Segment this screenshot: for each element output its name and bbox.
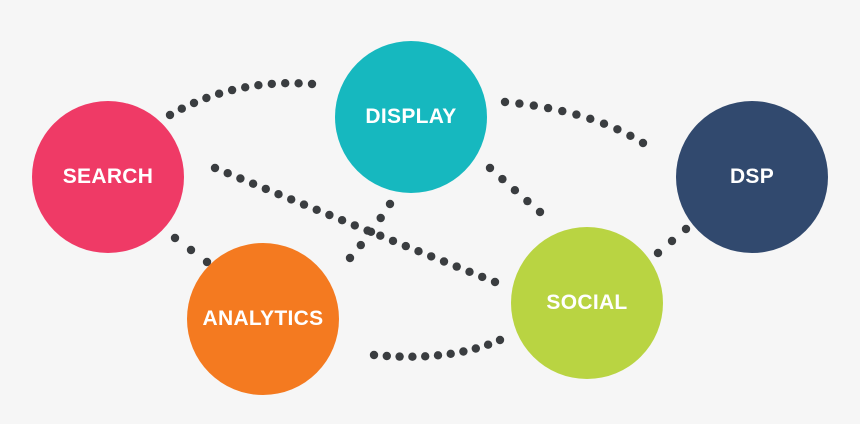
connector-dot: [189, 98, 199, 108]
connector-dot: [446, 349, 455, 358]
connector-display-cross: [345, 199, 395, 263]
connector-dot: [667, 236, 677, 246]
connector-display-dsp: [500, 97, 648, 148]
connector-dot: [281, 79, 290, 88]
connector-dot: [350, 221, 359, 230]
search-node: SEARCH: [32, 101, 184, 253]
connector-dot: [452, 262, 461, 271]
connector-dot: [376, 213, 385, 223]
connector-dot: [388, 236, 398, 246]
connector-dot: [366, 227, 376, 236]
connector-dot: [345, 253, 355, 263]
analytics-node: ANALYTICS: [187, 243, 339, 395]
connector-dot: [325, 210, 334, 220]
connector-dot: [170, 233, 180, 243]
connector-dot: [471, 344, 480, 353]
connector-display-social: [485, 163, 545, 217]
connector-dot: [523, 196, 532, 206]
connector-dot: [510, 186, 520, 195]
connector-dot: [500, 97, 510, 107]
connector-dot: [543, 103, 553, 113]
connector-analytics-social: [369, 335, 505, 361]
social-label: SOCIAL: [546, 291, 628, 314]
connector-search-analytics: [170, 233, 212, 267]
connector-dot: [586, 114, 595, 124]
connector-dot: [439, 257, 449, 266]
search-label: SEARCH: [62, 165, 154, 188]
connector-dot: [248, 179, 258, 188]
connector-dot: [401, 241, 410, 251]
dsp-node: DSP: [676, 101, 828, 253]
connector-dot: [223, 169, 232, 178]
connector-dot: [356, 240, 365, 250]
connector-dot: [241, 83, 250, 92]
connector-dot: [382, 351, 391, 361]
connector-dot: [307, 79, 317, 89]
connector-dot: [214, 89, 224, 98]
connector-dot: [421, 352, 430, 361]
connector-dot: [483, 340, 493, 349]
connector-dot: [427, 252, 436, 261]
connector-dot: [529, 101, 538, 110]
connector-dot: [558, 106, 567, 116]
connector-dot: [515, 99, 524, 108]
connector-dot: [395, 352, 404, 361]
analytics-label: ANALYTICS: [202, 307, 324, 330]
connector-dot: [294, 79, 303, 88]
dsp-label: DSP: [729, 165, 775, 188]
connector-dot: [572, 110, 581, 119]
connector-dot: [613, 125, 622, 134]
connector-dot: [254, 81, 263, 90]
connector-dot: [485, 163, 495, 173]
connector-dot: [267, 79, 276, 89]
display-label: DISPLAY: [365, 105, 457, 128]
connector-search-social: [210, 163, 500, 287]
connector-dot: [626, 131, 635, 140]
connector-dot: [535, 207, 545, 217]
connector-social-dsp: [653, 224, 691, 258]
connector-dot: [227, 85, 237, 95]
connector-dot: [376, 231, 385, 240]
connector-dot: [498, 174, 507, 184]
connector-dot: [385, 199, 395, 209]
connector-dot: [459, 347, 468, 356]
connector-dot: [653, 248, 663, 258]
connector-dot: [337, 216, 347, 225]
connector-dot: [465, 267, 474, 276]
connector-dot: [638, 138, 648, 148]
connector-dot: [312, 205, 321, 214]
connector-dot: [186, 245, 196, 255]
connector-dot: [177, 104, 186, 113]
connector-search-display: [165, 79, 317, 120]
connector-dot: [681, 224, 691, 234]
connector-dot: [236, 174, 245, 183]
connector-dot: [165, 110, 175, 120]
social-node: SOCIAL: [511, 227, 663, 379]
connector-dot: [433, 351, 443, 360]
connector-dot: [408, 352, 417, 361]
connector-dot: [202, 93, 211, 103]
connector-dot: [599, 119, 609, 128]
display-node: DISPLAY: [335, 41, 487, 193]
connector-dot: [490, 277, 500, 287]
connector-dot: [299, 200, 309, 209]
connector-dot: [414, 247, 423, 256]
connector-dot: [478, 272, 487, 282]
connector-dot: [261, 184, 270, 194]
connector-dot: [495, 335, 505, 345]
connector-dot: [274, 190, 283, 199]
connector-dot: [369, 350, 379, 360]
connector-dot: [287, 195, 296, 204]
connector-dot: [210, 163, 220, 173]
